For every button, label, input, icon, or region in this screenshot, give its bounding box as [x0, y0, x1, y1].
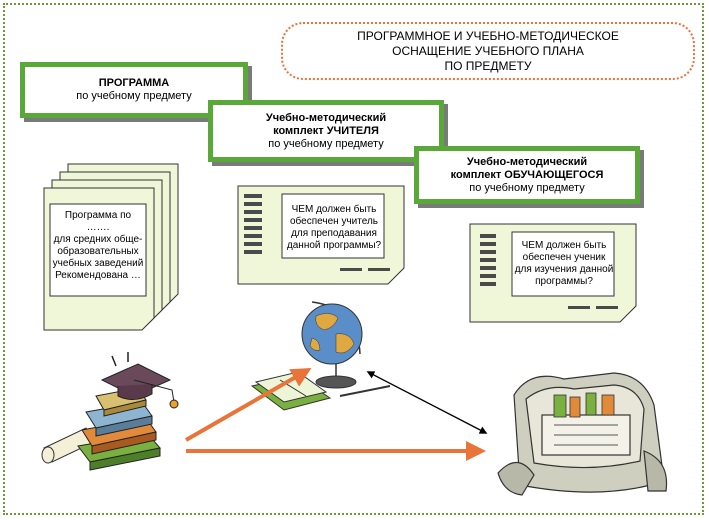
program-doc-line: Программа по: [64, 210, 132, 221]
diagram-frame: [3, 3, 704, 515]
program-doc-line: …….: [86, 222, 110, 233]
teacher-box-title-1: Учебно-методический: [265, 111, 387, 124]
books-graduation-icon: [41, 352, 179, 471]
teacher-doc-line: данной программы?: [286, 240, 382, 251]
program-box: ПРОГРАММА по учебному предмету: [20, 62, 248, 118]
program-doc-line: учебных заведений: [52, 258, 144, 269]
student-document: [469, 223, 637, 323]
program-doc-line: образовательных: [57, 246, 139, 257]
student-box-title-1: Учебно-методический: [466, 155, 588, 168]
title-line-3: ПО ПРЕДМЕТУ: [444, 58, 532, 73]
teacher-doc-line: для преподавания: [291, 228, 377, 239]
program-box-title: ПРОГРАММА: [98, 77, 170, 89]
teacher-box: Учебно-методический комплект УЧИТЕЛЯ по …: [208, 100, 444, 162]
teacher-document: [237, 185, 405, 285]
student-box-title-2: комплект ОБУЧАЮЩЕГОСЯ: [450, 168, 604, 181]
teacher-box-sub: по учебному предмету: [268, 137, 384, 150]
teacher-document-text: ЧЕМ должен быть обеспечен учитель для пр…: [284, 204, 384, 252]
program-doc-line: для средних обще-: [53, 234, 143, 245]
program-box-sub: по учебному предмету: [76, 90, 192, 102]
title-line-2: ОСНАЩЕНИЕ УЧЕБНОГО ПЛАНА: [392, 43, 584, 58]
diagram-title: ПРОГРАММНОЕ И УЧЕБНО-МЕТОДИЧЕСКОЕ ОСНАЩЕ…: [281, 22, 695, 80]
student-box-sub: по учебному предмету: [469, 181, 585, 194]
teacher-doc-line: ЧЕМ должен быть: [291, 204, 377, 215]
teacher-box-title-2: комплект УЧИТЕЛЯ: [273, 124, 379, 137]
backpack-icon: [497, 372, 668, 496]
student-doc-line: программы?: [535, 276, 593, 287]
title-line-1: ПРОГРАММНОЕ И УЧЕБНО-МЕТОДИЧЕСКОЕ: [357, 28, 619, 43]
student-doc-line: для изучения данной: [514, 264, 614, 275]
student-box: Учебно-методический комплект ОБУЧАЮЩЕГОС…: [414, 146, 640, 204]
program-doc-line: Рекомендована …: [55, 270, 141, 281]
arrow-icon: [366, 371, 488, 434]
teacher-doc-line: обеспечен учитель: [290, 216, 378, 227]
student-doc-line: ЧЕМ должен быть: [521, 240, 607, 251]
arrow-icon: [185, 368, 312, 442]
student-doc-line: обеспечен ученик: [522, 252, 606, 263]
student-document-text: ЧЕМ должен быть обеспечен ученик для изу…: [514, 240, 614, 288]
program-document-text: Программа по ……. для средних обще- образ…: [50, 210, 146, 282]
program-document-stack: [43, 163, 179, 331]
